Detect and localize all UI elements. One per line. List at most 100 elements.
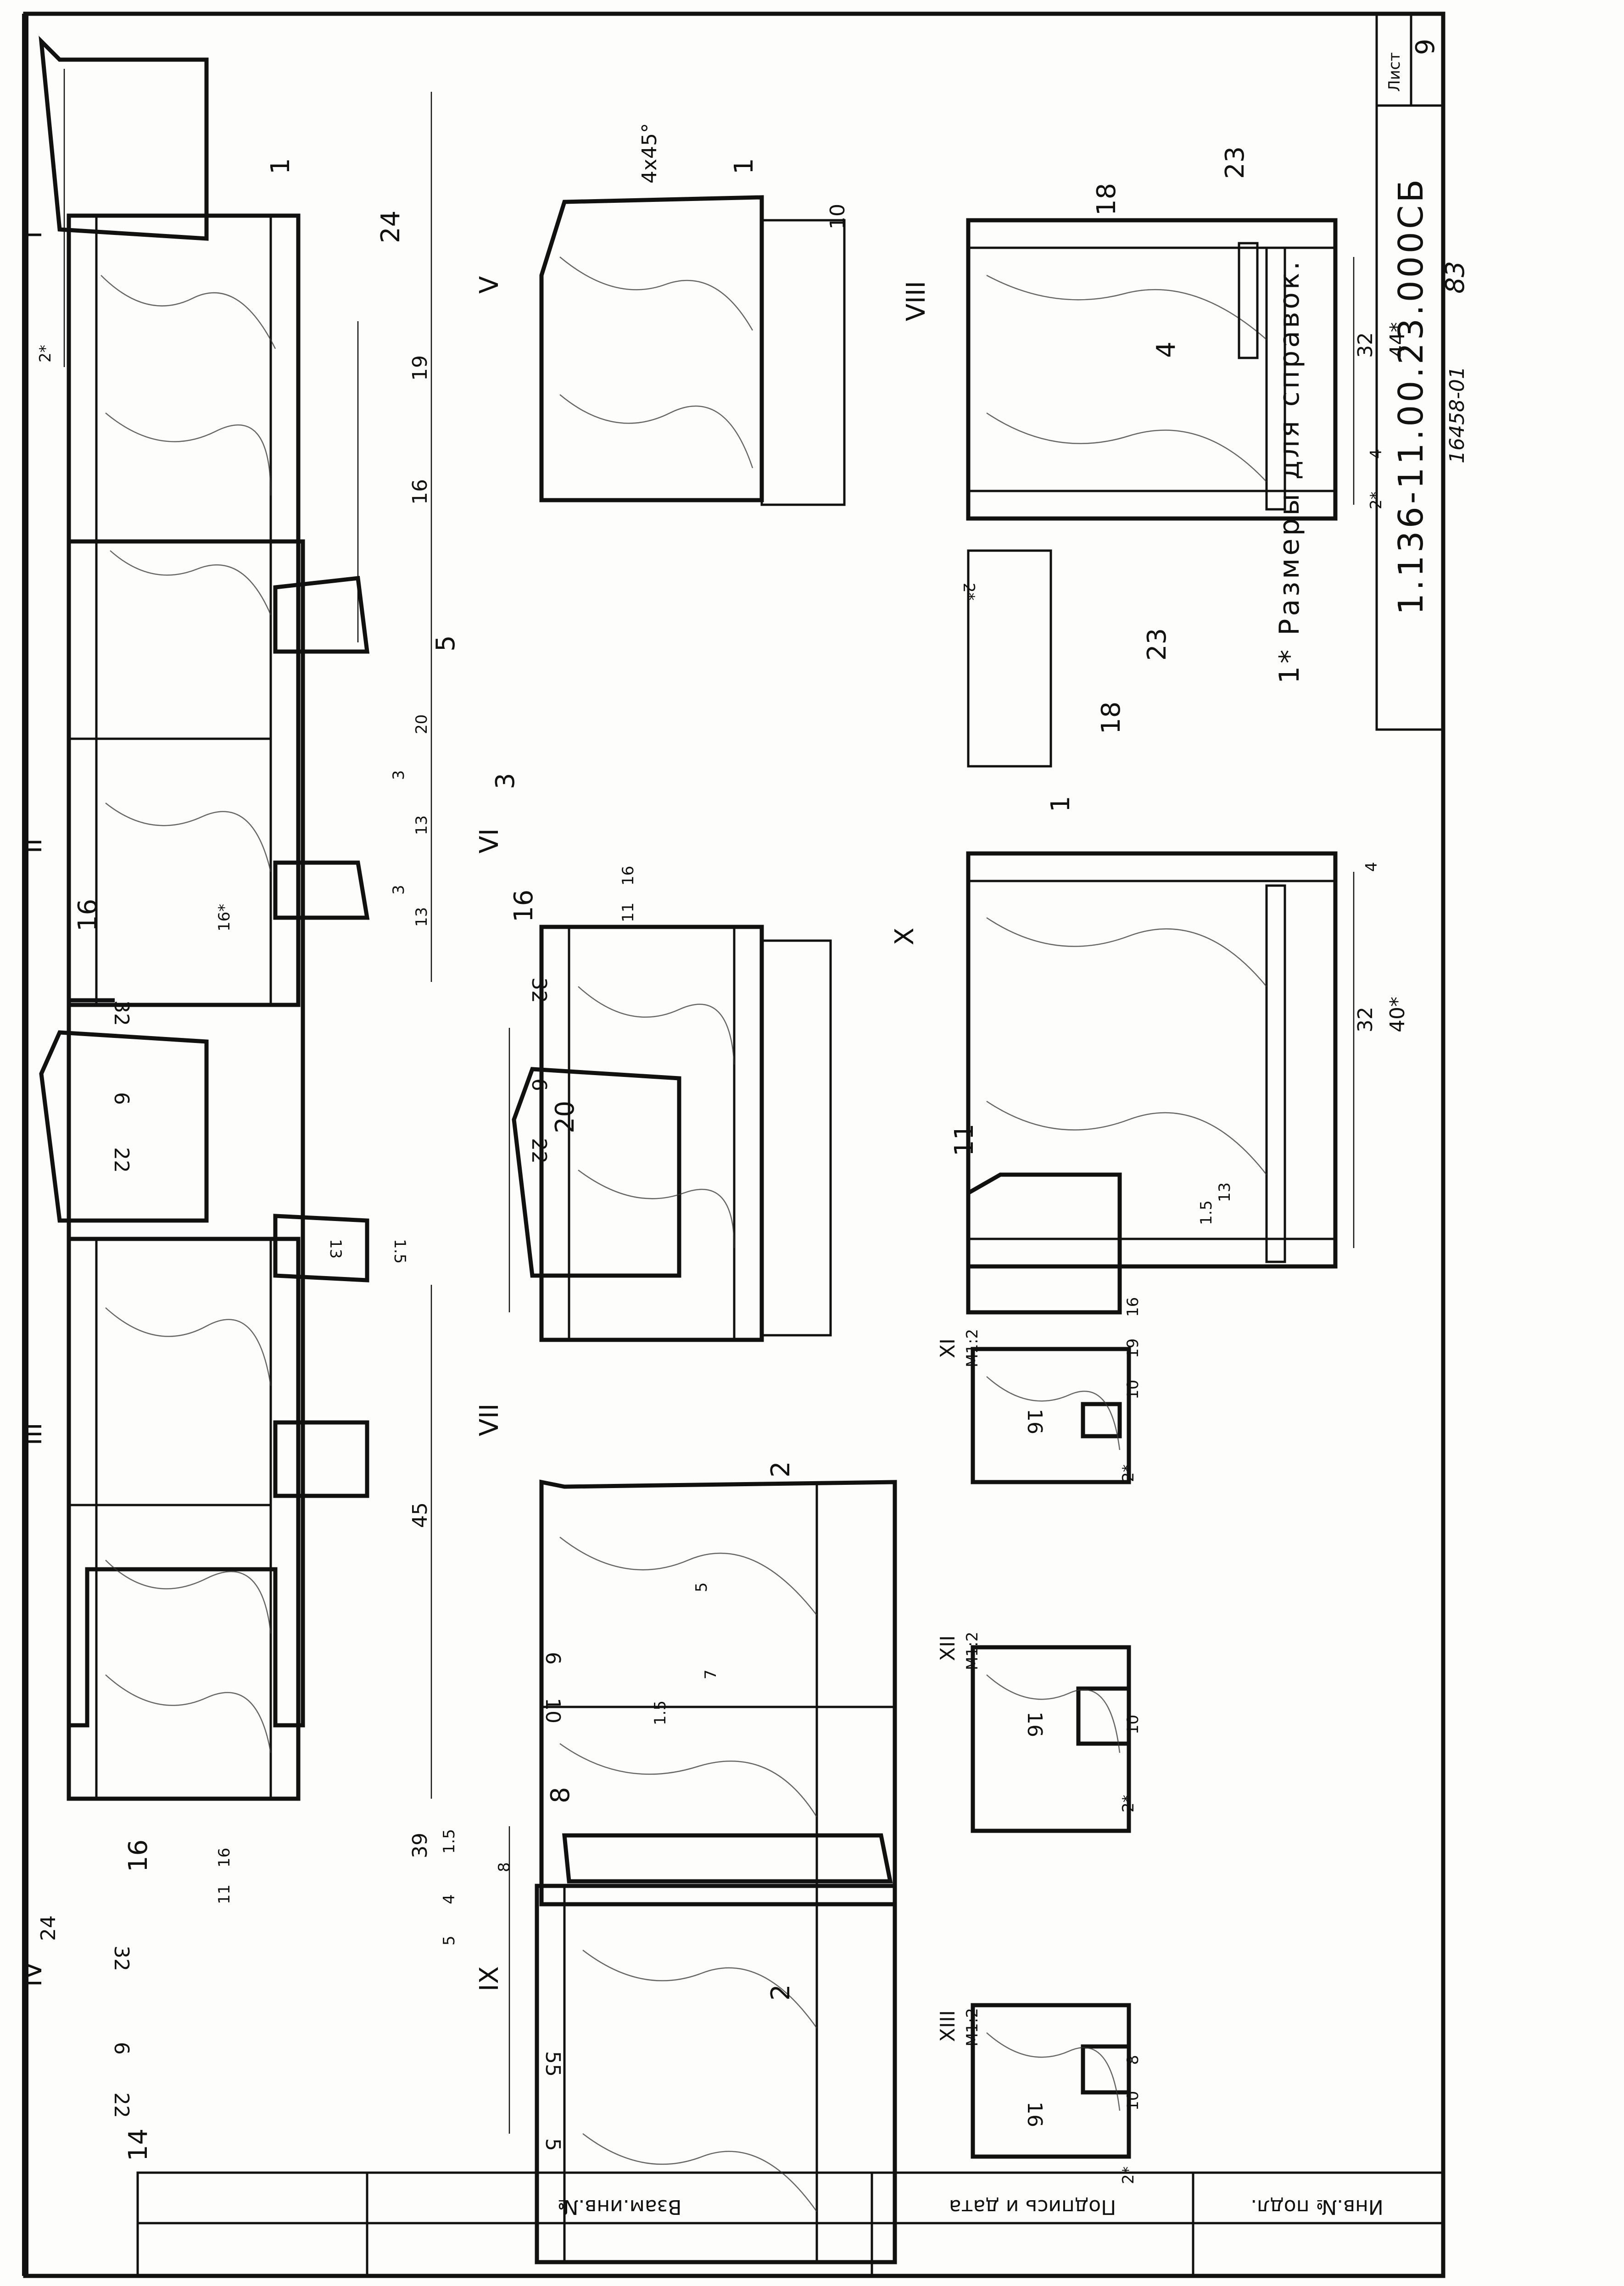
part-1-low: 1 [266,158,296,174]
dim-8-a: 8 [495,1862,513,1872]
part-8: 8 [546,1787,575,1803]
dim-20: 20 [413,714,431,734]
dim-7: 7 [702,1669,720,1679]
dim-16s-mid: 16* [215,904,234,931]
section-label-II: II [18,838,48,853]
dim-13: 13 [326,1239,345,1259]
dim-13-x: 13 [1216,1182,1234,1202]
dim-22-vi: 22 [527,1138,551,1164]
dim-10-v: 10 [826,204,849,229]
dim-8-xiii: 8 [1124,2055,1142,2065]
dim-13-b: 13 [413,815,431,835]
dim-4-x: 4 [1362,862,1381,872]
dim-6-mid: 6 [110,1092,133,1105]
dim-2s-viii: 2* [1367,491,1385,509]
dim-10-xiii: 10 [1124,2091,1142,2111]
dim-32-vi: 32 [527,977,551,1003]
part-2-vii: 2 [766,1461,796,1478]
part-1-x: 1 [1046,796,1076,812]
part-11: 11 [949,1124,979,1156]
chamfer-4x45: 4x45° [638,123,661,184]
stamp-signature: Подпись и дата [949,2195,1116,2219]
dim-2s-viii-top: 2* [960,583,978,601]
dim-32-mid: 32 [110,1000,133,1026]
dim-6-vi: 6 [527,1078,551,1091]
dim-1-5-a: 1.5 [440,1829,458,1854]
section-label-VII: VII [474,1404,504,1436]
list-label: Лист [1385,52,1404,92]
dim-4-a: 4 [440,1894,458,1904]
part-14-top: 14 [123,2129,153,2161]
dim-10-xi: 10 [1124,1380,1142,1399]
dim-16-top: 16 [215,1848,234,1868]
dim-2s-low: 2* [36,345,55,362]
dim-22-top: 22 [110,2092,133,2118]
list-number: 9 [1411,39,1440,55]
dim-10-xii: 10 [1124,1715,1142,1734]
dim-4-viii: 4 [1367,449,1385,459]
part-16-top: 16 [123,1840,153,1872]
dim-32-x: 32 [1354,1007,1377,1032]
section-label-I: I [18,231,48,239]
dim-6-top: 6 [110,2042,133,2055]
archive-number: 16458-01 [1445,366,1469,463]
dim-10-vii: 10 [541,1698,564,1723]
dim-19-low: 19 [408,355,432,381]
dim-32-top: 32 [110,1946,133,1971]
dim-11-top: 11 [215,1885,234,1904]
section-label-XIII: XIII [936,2010,960,2042]
part-20: 20 [550,1101,580,1133]
approval-stamp: Инв.№ подл. Подпись и дата Взам.инв.№ [136,2171,1445,2277]
page-number: 83 [1440,261,1470,294]
dim-1-5-b: 1.5 [651,1701,670,1725]
section-label-XI: XI [936,1338,960,1358]
dim-16-low: 16 [408,479,432,505]
part-16-mid: 16 [73,899,103,931]
section-label-III: III [18,1422,48,1445]
dim-2s-xii: 2* [1119,1795,1138,1812]
dim-32-viii: 32 [1354,332,1377,358]
section-I-II-III-IV [39,35,432,1801]
dim-16-xi-b: 16 [1124,1297,1142,1317]
dim-16-xiii: 16 [1023,2102,1046,2127]
section-label-XII: XII [936,1635,960,1661]
stamp-inventory: Инв.№ подл. [1250,2195,1384,2219]
part-18-viii: 18 [1092,183,1122,216]
part-5: 5 [431,635,461,652]
part-23-viii: 23 [1220,146,1250,179]
dim-5-ix: 5 [541,2138,564,2151]
part-2-ix: 2 [766,1984,796,2001]
dim-22-mid: 22 [110,1147,133,1173]
dim-5-b: 5 [692,1582,711,1592]
section-label-X: X [890,928,920,945]
title-block: Лист 9 1.136-11.00.23.000СБ 16458-01 83 [1375,12,1470,731]
dim-40s: 40* [1386,997,1409,1032]
dim-16-xii: 16 [1023,1712,1046,1737]
part-24-low: 24 [376,211,406,243]
dim-1-5-x: 1.5 [1197,1200,1216,1225]
dim-24-top: 24 [37,1915,60,1941]
section-label-VI: VI [474,828,504,853]
dim-2s-xi: 2* [1119,1464,1138,1482]
part-3: 3 [491,773,520,789]
section-V-VI-VII-IX [508,195,897,2264]
part-1-v: 1 [729,158,759,174]
dim-1-5-c: 1.5 [391,1239,409,1264]
dim-55: 55 [541,2051,564,2077]
part-16-vi: 16 [509,890,539,922]
part-18-x: 18 [1096,702,1126,734]
stamp-replacement: Взам.инв.№ [558,2195,682,2219]
dim-19-xi: 19 [1124,1338,1142,1358]
dim-13-a: 13 [413,907,431,927]
part-23-x: 23 [1142,628,1172,661]
part-4-viii: 4 [1151,341,1181,358]
section-label-V: V [474,276,504,294]
reference-note: 1* Размеры для справок. [1273,259,1306,684]
dim-16-vi: 16 [619,866,637,886]
section-label-VIII: VIII [901,281,931,321]
dim-2s-xiii: 2* [1119,2166,1138,2184]
dim-44s: 44* [1386,322,1409,358]
section-label-IX: IX [474,1966,504,1991]
dim-3-b: 3 [390,770,408,780]
